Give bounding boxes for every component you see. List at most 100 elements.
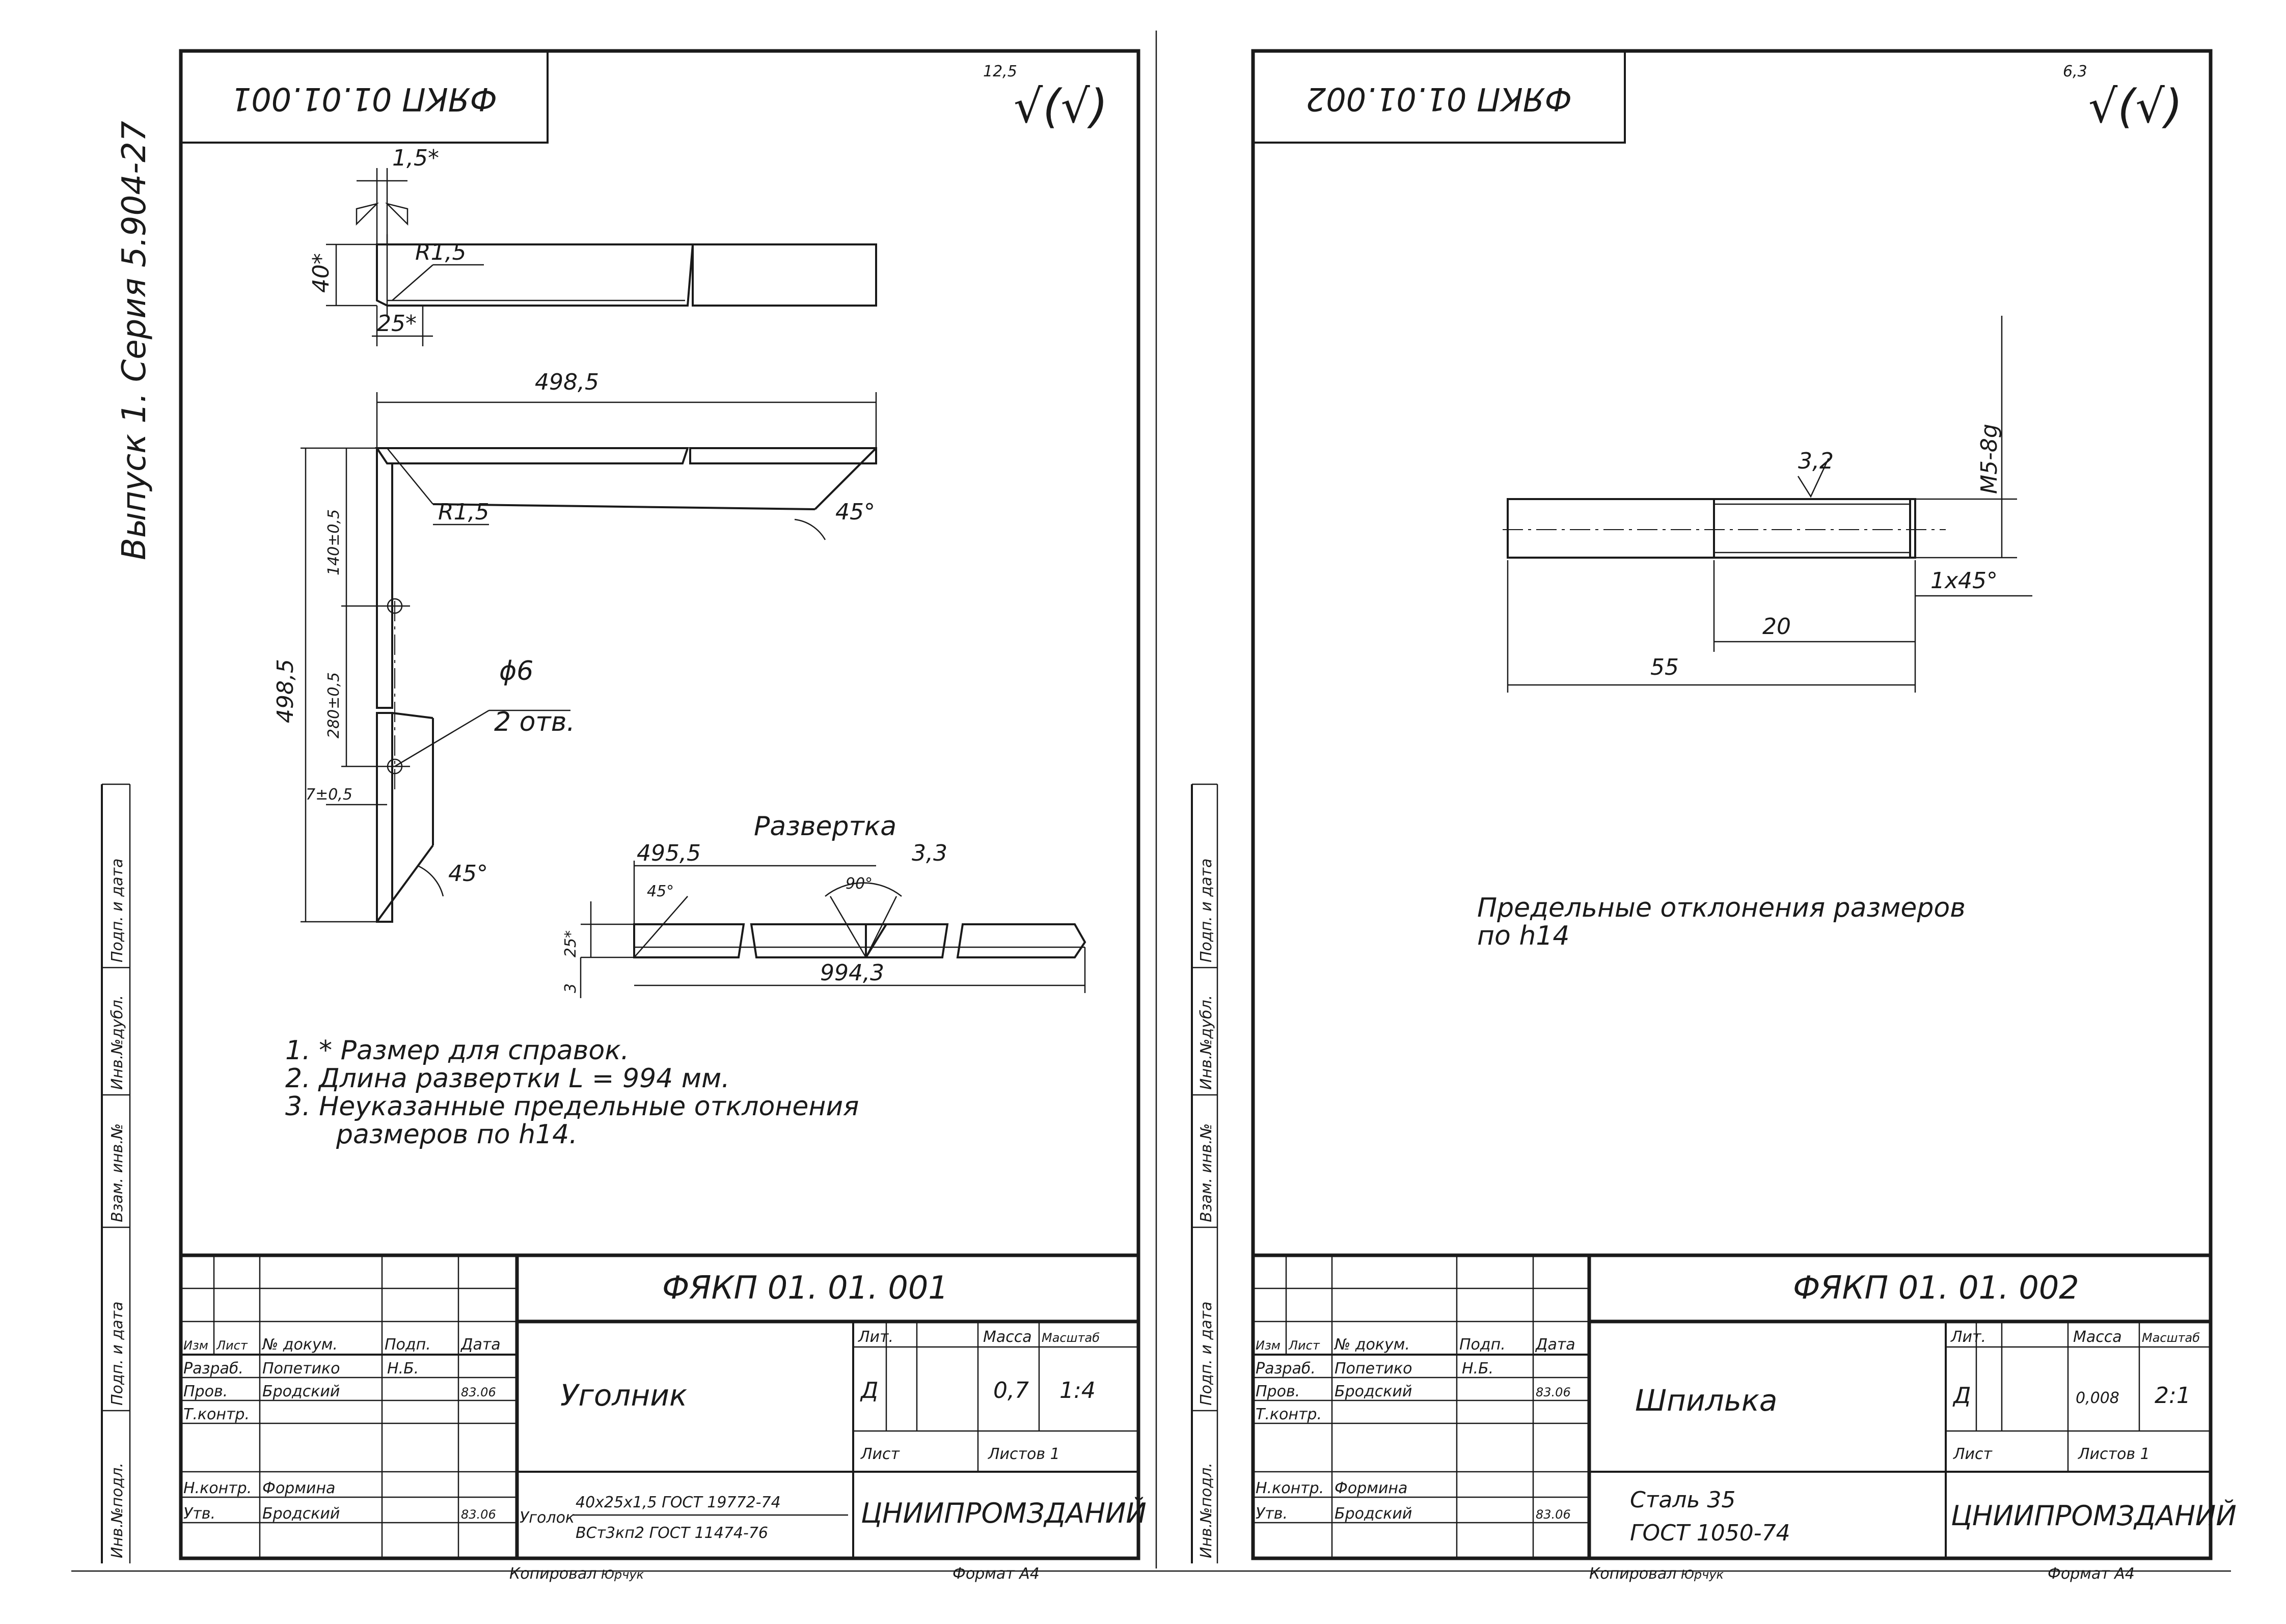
- row-date-2: 83.06: [461, 1385, 496, 1399]
- sheet-2: Инв.№подл. Подп. и дата Взам. инв.№ Инв.…: [1191, 49, 2237, 1583]
- dim-angle-bottom: 45°: [448, 861, 488, 887]
- side-label-1: Инв.№подл.: [108, 1463, 126, 1558]
- dev-dim-3: 3: [562, 983, 580, 993]
- sheet1-org: ЦНИИПРОМЗДАНИЙ: [861, 1497, 1147, 1529]
- hole-diameter: ϕ6: [499, 656, 533, 686]
- sheet2-title-block: ФЯКП 01. 01. 002 Изм Лист № докум. Подп.…: [1253, 1253, 2237, 1583]
- s2-row-role-1: Разраб.: [1256, 1360, 1316, 1378]
- s2-row-date-2: 83.06: [1536, 1385, 1571, 1399]
- dim-length-total: 498,5: [535, 369, 599, 395]
- side-label-3: Взам. инв.№: [108, 1123, 126, 1222]
- row-name-4: Формина: [262, 1479, 335, 1497]
- sheet1-roughness-sign: √(√): [1014, 80, 1108, 133]
- sheet2-chamfer: 1х45°: [1930, 568, 1998, 594]
- sheet2-top-stamp: ФЯКП 01.01.002: [1306, 80, 1572, 118]
- dim-140: 140±0,5: [325, 509, 343, 575]
- sheet2-side-label-1: Инв.№подл.: [1198, 1463, 1215, 1558]
- sheet1-material-prefix: Уголок: [520, 1509, 575, 1527]
- row-role-4: Н.контр.: [183, 1479, 252, 1497]
- series-caption: Выпуск 1. Серия 5.904-27: [116, 121, 153, 560]
- row-date-5: 83.06: [461, 1507, 496, 1522]
- sheet1-designation: ФЯКП 01. 01. 001: [662, 1269, 948, 1306]
- s2-row-date-5: 83.06: [1536, 1507, 1571, 1522]
- sheet1-note-1: 1. * Размер для справок.: [285, 1035, 629, 1066]
- row-role-3: Т.контр.: [183, 1406, 250, 1423]
- s2-header-sign: Подп.: [1459, 1336, 1506, 1354]
- sheet2-format: Формат А4: [2048, 1565, 2135, 1583]
- dim-280: 280±0,5: [325, 672, 343, 738]
- s2-row-name-1: Попетико: [1335, 1360, 1412, 1378]
- dev-dim-495: 495,5: [637, 840, 701, 866]
- s2-row-name-2: Бродский: [1335, 1383, 1412, 1400]
- sheet1-title-block: ФЯКП 01. 01. 001 Изм Лист № докум. Подп.…: [181, 1253, 1147, 1583]
- dim-7: 7±0,5: [306, 786, 352, 804]
- row-name-5: Бродский: [262, 1505, 340, 1523]
- sheet2-part-name: Шпилька: [1635, 1383, 1777, 1418]
- sheet2-material-1: Сталь 35: [1630, 1487, 1735, 1513]
- s2-row-name-4: Формина: [1335, 1479, 1407, 1497]
- s2-row-role-2: Пров.: [1256, 1383, 1300, 1400]
- header-date: Дата: [460, 1336, 501, 1354]
- dev-dim-25: 25*: [562, 930, 580, 957]
- row-role-5: Утв.: [183, 1505, 215, 1523]
- sheet2-side-label-4: Инв.№дубл.: [1198, 995, 1215, 1090]
- sheet1-lit: Д: [860, 1378, 878, 1403]
- dev-dim-994: 994,3: [820, 960, 884, 986]
- sheet1-note-3: 3. Неуказанные предельные отклонения: [285, 1091, 859, 1122]
- sheet2-roughness-local: 3,2: [1798, 448, 1834, 474]
- sheet2-copied: Копировал: [1589, 1565, 1676, 1583]
- dim-radius-top: R1,5: [415, 239, 467, 265]
- sheet2-copier: Юрчук: [1681, 1567, 1724, 1582]
- sheet2-mass: 0,008: [2076, 1389, 2119, 1407]
- row-sign-1: Н.Б.: [387, 1360, 419, 1378]
- s2-header-list: Лист: [1288, 1338, 1320, 1353]
- sheet2-mass-header: Масса: [2073, 1328, 2122, 1346]
- row-role-2: Пров.: [183, 1383, 228, 1400]
- sheet2-side-label-3: Взам. инв.№: [1198, 1123, 1215, 1222]
- sheet2-sheet-label: Лист: [1953, 1445, 1993, 1463]
- sheet1-material-1: 40х25х1,5 ГОСТ 19772-74: [576, 1494, 781, 1511]
- sheet2-roughness: 6,3: [2063, 63, 2087, 80]
- sheet2-len55: 55: [1650, 654, 1679, 680]
- s2-row-role-4: Н.контр.: [1256, 1479, 1324, 1497]
- s2-row-sign-1: Н.Б.: [1462, 1360, 1493, 1378]
- hole-count: 2 отв.: [494, 707, 575, 737]
- dim-top-gap: 1,5*: [392, 145, 439, 171]
- sheet1-top-stamp: ФЯКП 01.01.001: [231, 80, 497, 118]
- sheet2-scale-header: Масштаб: [2142, 1331, 2200, 1345]
- s2-row-role-3: Т.контр.: [1256, 1406, 1322, 1423]
- sheet1-note-2: 2. Длина развертки L = 994 мм.: [285, 1063, 730, 1094]
- sheet1-copier: Юрчук: [601, 1567, 644, 1582]
- sheet2-scale: 2:1: [2155, 1383, 2191, 1409]
- row-name-2: Бродский: [262, 1383, 340, 1400]
- dev-dim-33: 3,3: [912, 840, 947, 866]
- s2-header-izm: Изм: [1256, 1338, 1281, 1353]
- header-doc: № докум.: [261, 1336, 338, 1354]
- header-izm: Изм: [183, 1338, 208, 1353]
- row-name-1: Попетико: [262, 1360, 340, 1378]
- sheet1-material-2: ВСт3кп2 ГОСТ 11474-76: [576, 1524, 768, 1542]
- dev-angle-45: 45°: [647, 883, 674, 900]
- sheet1-mass-header: Масса: [983, 1328, 1032, 1346]
- dev-angle-90: 90°: [846, 875, 873, 893]
- header-sign: Подп.: [385, 1336, 431, 1354]
- sheet-1: Инв.№подл. Подп. и дата Взам. инв.№ Инв.…: [101, 49, 1147, 1583]
- sheet1-sheet-label: Лист: [860, 1445, 901, 1463]
- sheet2-note-2: по h14: [1477, 921, 1569, 951]
- s2-header-doc: № докум.: [1334, 1336, 1410, 1354]
- sheet2-thread: М5-8g: [1976, 424, 2002, 494]
- sheet2-designation: ФЯКП 01. 01. 002: [1793, 1269, 2079, 1306]
- sheet1-mass: 0,7: [993, 1378, 1029, 1403]
- side-label-2: Подп. и дата: [108, 1302, 126, 1406]
- sheet2-lit: Д: [1952, 1383, 1971, 1409]
- sheet2-side-label-2: Подп. и дата: [1198, 1302, 1215, 1406]
- sheet2-material-2: ГОСТ 1050-74: [1630, 1520, 1790, 1546]
- header-list: Лист: [216, 1338, 248, 1353]
- sheet2-org: ЦНИИПРОМЗДАНИЙ: [1951, 1500, 2237, 1532]
- sheet2-len20: 20: [1762, 614, 1791, 640]
- row-role-1: Разраб.: [183, 1360, 243, 1378]
- sheet2-side-label-5: Подп. и дата: [1198, 859, 1215, 962]
- sheet1-note-4: размеров по h14.: [336, 1119, 578, 1150]
- sheet1-format: Формат А4: [953, 1565, 1040, 1583]
